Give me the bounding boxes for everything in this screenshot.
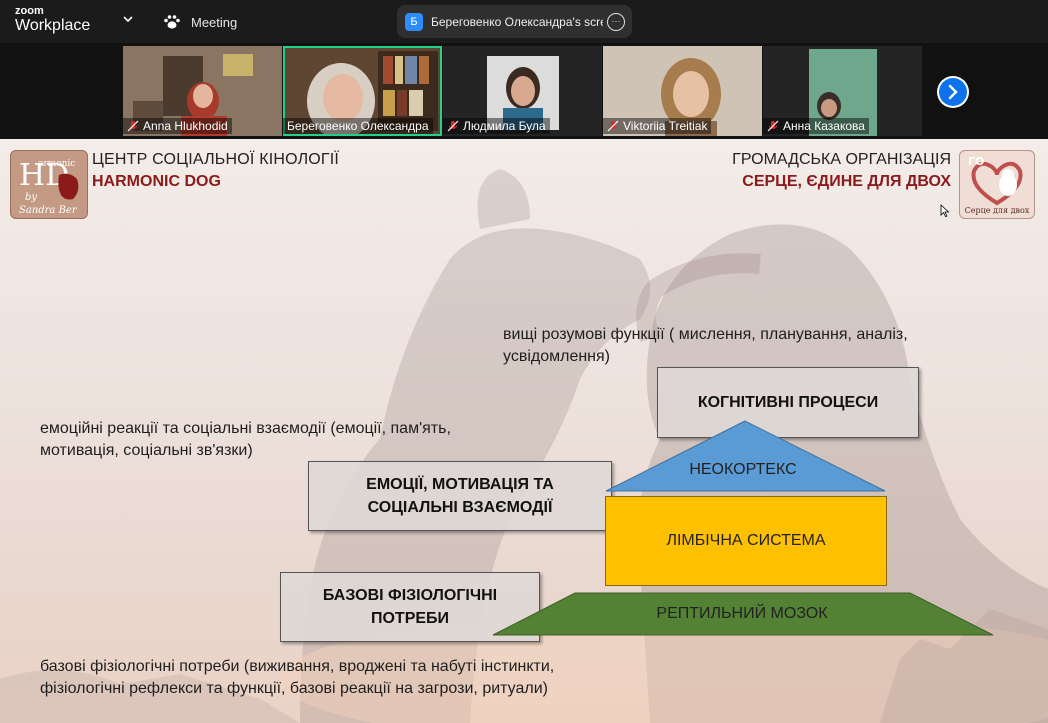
participant-tile[interactable]: Людмила Була <box>443 46 602 136</box>
app-brand-name: Workplace <box>15 17 91 34</box>
note-emotion: емоційні реакції та соціальні взаємодії … <box>40 420 451 459</box>
limbic-label: ЛІМБІЧНА СИСТЕМА <box>666 532 826 549</box>
note-basic: базові фізіологічні потреби (виживання, … <box>40 658 555 697</box>
zoom-top-bar: zoom Workplace Meeting Б Береговенко Оле… <box>0 0 1048 43</box>
paw-icon <box>164 15 180 29</box>
participant-tile-active-speaker[interactable]: Береговенко Олександра <box>283 46 442 136</box>
participant-strip: Anna Hlukhodid Береговенко Олександра <box>0 43 1048 139</box>
participant-name-bar: Anna Hlukhodid <box>123 118 232 134</box>
reptilian-shape <box>492 592 994 636</box>
chevron-down-icon[interactable] <box>121 12 135 26</box>
participant-name: Береговенко Олександра <box>287 119 429 133</box>
shared-slide: HD armonic og by Sandra Ber ЦЕНТР СОЦІАЛ… <box>0 139 1048 723</box>
share-title: Береговенко Олександра's scre <box>431 14 603 29</box>
box-basic-needs: БАЗОВІ ФІЗІОЛОГІЧНІ ПОТРЕБИ <box>280 572 540 642</box>
harmonic-dog-logo-image: HD armonic og by Sandra Ber <box>19 158 79 216</box>
neocortex-shape <box>605 420 886 492</box>
screen-share-indicator[interactable]: Б Береговенко Олександра's scre ··· <box>397 5 632 38</box>
brain-layers-diagram <box>492 420 994 636</box>
participant-tile[interactable]: Anna Hlukhodid <box>123 46 282 136</box>
logo-by: by <box>25 192 37 203</box>
sharer-avatar: Б <box>405 12 423 31</box>
header-right-line2: СЕРЦЕ, ЄДИНЕ ДЛЯ ДВОХ <box>742 173 951 190</box>
mic-muted-icon <box>607 120 619 132</box>
heart-dog-logo-image: ГО Серце для двох <box>965 155 1030 215</box>
participant-video <box>603 46 762 136</box>
meeting-tab[interactable]: Meeting <box>163 12 237 32</box>
participant-tile[interactable]: Viktoriia Treitiak <box>603 46 762 136</box>
participant-video <box>123 46 282 136</box>
participant-name: Людмила Була <box>463 119 546 133</box>
participant-name-bar: Анна Казакова <box>763 118 869 134</box>
serce-logo: ГО Серце для двох <box>959 150 1035 219</box>
limbic-system-layer: ЛІМБІЧНА СИСТЕМА <box>605 496 887 586</box>
logo-author: Sandra Ber <box>19 205 78 216</box>
participant-avatar-photo <box>443 46 602 136</box>
participant-name-bar: Людмила Була <box>443 118 550 134</box>
participant-name-bar: Береговенко Олександра <box>283 118 433 134</box>
mic-muted-icon <box>447 120 459 132</box>
header-left-line1: ЦЕНТР СОЦІАЛЬНОЇ КІНОЛОГІЇ <box>92 151 340 168</box>
logo-caption: Серце для двох <box>965 206 1030 215</box>
note-cognitive: вищі розумові функції ( мислення, планув… <box>503 326 908 365</box>
chevron-right-icon <box>948 84 958 100</box>
participant-name: Viktoriia Treitiak <box>623 119 708 133</box>
next-page-button[interactable] <box>937 76 969 108</box>
neocortex-label: НЕОКОРТЕКС <box>689 461 797 478</box>
next-button-fill <box>939 78 967 106</box>
mouse-cursor-icon <box>940 204 950 217</box>
harmonic-dog-logo: HD armonic og by Sandra Ber <box>10 150 88 219</box>
participant-tile[interactable]: Анна Казакова <box>763 46 922 136</box>
more-options-icon[interactable]: ··· <box>607 12 625 31</box>
logo-armonic: armonic <box>38 159 75 169</box>
meeting-label: Meeting <box>191 14 238 30</box>
mic-muted-icon <box>767 120 779 132</box>
participant-video <box>763 46 922 136</box>
app-brand-small: zoom <box>15 5 44 17</box>
go-badge: ГО <box>968 155 984 168</box>
box-emotion-motivation: ЕМОЦІЇ, МОТИВАЦІЯ ТА СОЦІАЛЬНІ ВЗАЄМОДІЇ <box>308 461 612 531</box>
header-right-line1: ГРОМАДСЬКА ОРГАНІЗАЦІЯ <box>732 151 951 168</box>
participant-name: Anna Hlukhodid <box>143 119 228 133</box>
participant-video <box>283 46 442 136</box>
header-left-line2: HARMONIC DOG <box>92 173 221 190</box>
box-cognitive-processes: КОГНІТИВНІ ПРОЦЕСИ <box>657 367 919 438</box>
participant-name-bar: Viktoriia Treitiak <box>603 118 712 134</box>
reptilian-label: РЕПТИЛЬНИЙ МОЗОК <box>656 605 828 622</box>
mic-muted-icon <box>127 120 139 132</box>
participant-name: Анна Казакова <box>783 119 865 133</box>
